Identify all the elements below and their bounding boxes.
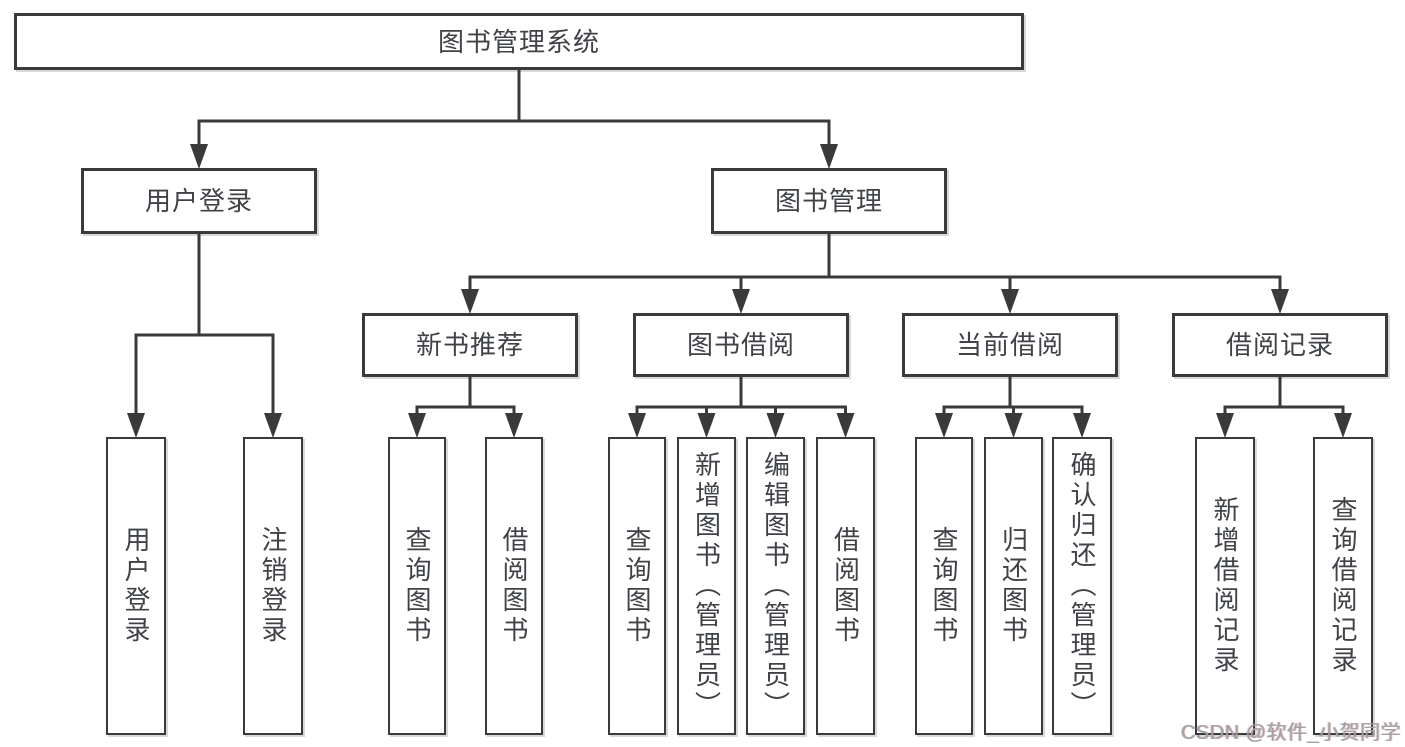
node-label-book-mgmt: 图书管理: [774, 186, 883, 216]
node-login: 用户登录: [106, 437, 166, 735]
node-book-mgmt: 图书管理: [711, 168, 947, 234]
node-label-user-login: 用户登录: [144, 186, 253, 216]
node-nr-query-book: 查询图书: [388, 437, 446, 735]
node-nr-borrow-book: 借阅图书: [485, 437, 543, 735]
node-label-login: 用户登录: [121, 526, 151, 646]
node-label-borrow-records: 借阅记录: [1225, 330, 1334, 360]
node-label-book-borrow: 图书借阅: [686, 330, 795, 360]
node-label-current-borrow: 当前借阅: [955, 330, 1064, 360]
node-label-new-book-rec: 新书推荐: [415, 330, 524, 360]
node-label-br-query-record: 查询借阅记录: [1328, 496, 1358, 676]
node-root: 图书管理系统: [14, 13, 1024, 70]
node-logout: 注销登录: [243, 437, 303, 735]
node-cb-confirm-return: 确认归还（管理员）: [1052, 437, 1112, 735]
node-label-cb-return-book: 归还图书: [998, 526, 1029, 646]
node-label-br-add-record: 新增借阅记录: [1210, 496, 1240, 676]
node-label-bb-add-book: 新增图书（管理员）: [691, 451, 722, 721]
node-br-query-record: 查询借阅记录: [1313, 437, 1373, 735]
watermark: CSDN @软件_小贺同学: [1180, 722, 1401, 744]
node-bb-query-book: 查询图书: [608, 437, 666, 735]
node-label-cb-confirm-return: 确认归还（管理员）: [1067, 451, 1097, 721]
node-label-root: 图书管理系统: [437, 26, 600, 57]
node-cb-query-book: 查询图书: [915, 437, 973, 735]
node-label-nr-query-book: 查询图书: [402, 526, 432, 646]
node-current-borrow: 当前借阅: [902, 313, 1118, 377]
node-label-logout: 注销登录: [258, 526, 288, 646]
node-borrow-records: 借阅记录: [1172, 313, 1388, 377]
node-label-nr-borrow-book: 借阅图书: [499, 526, 529, 646]
node-book-borrow: 图书借阅: [633, 313, 849, 377]
node-label-bb-borrow-book: 借阅图书: [830, 526, 861, 646]
node-bb-add-book: 新增图书（管理员）: [677, 437, 736, 735]
node-label-bb-edit-book: 编辑图书（管理员）: [760, 451, 791, 721]
node-user-login: 用户登录: [81, 168, 317, 234]
node-br-add-record: 新增借阅记录: [1195, 437, 1255, 735]
node-bb-borrow-book: 借阅图书: [816, 437, 875, 735]
node-new-book-rec: 新书推荐: [362, 313, 578, 377]
node-label-bb-query-book: 查询图书: [622, 526, 652, 646]
node-bb-edit-book: 编辑图书（管理员）: [746, 437, 805, 735]
node-cb-return-book: 归还图书: [984, 437, 1043, 735]
node-label-cb-query-book: 查询图书: [929, 526, 959, 646]
